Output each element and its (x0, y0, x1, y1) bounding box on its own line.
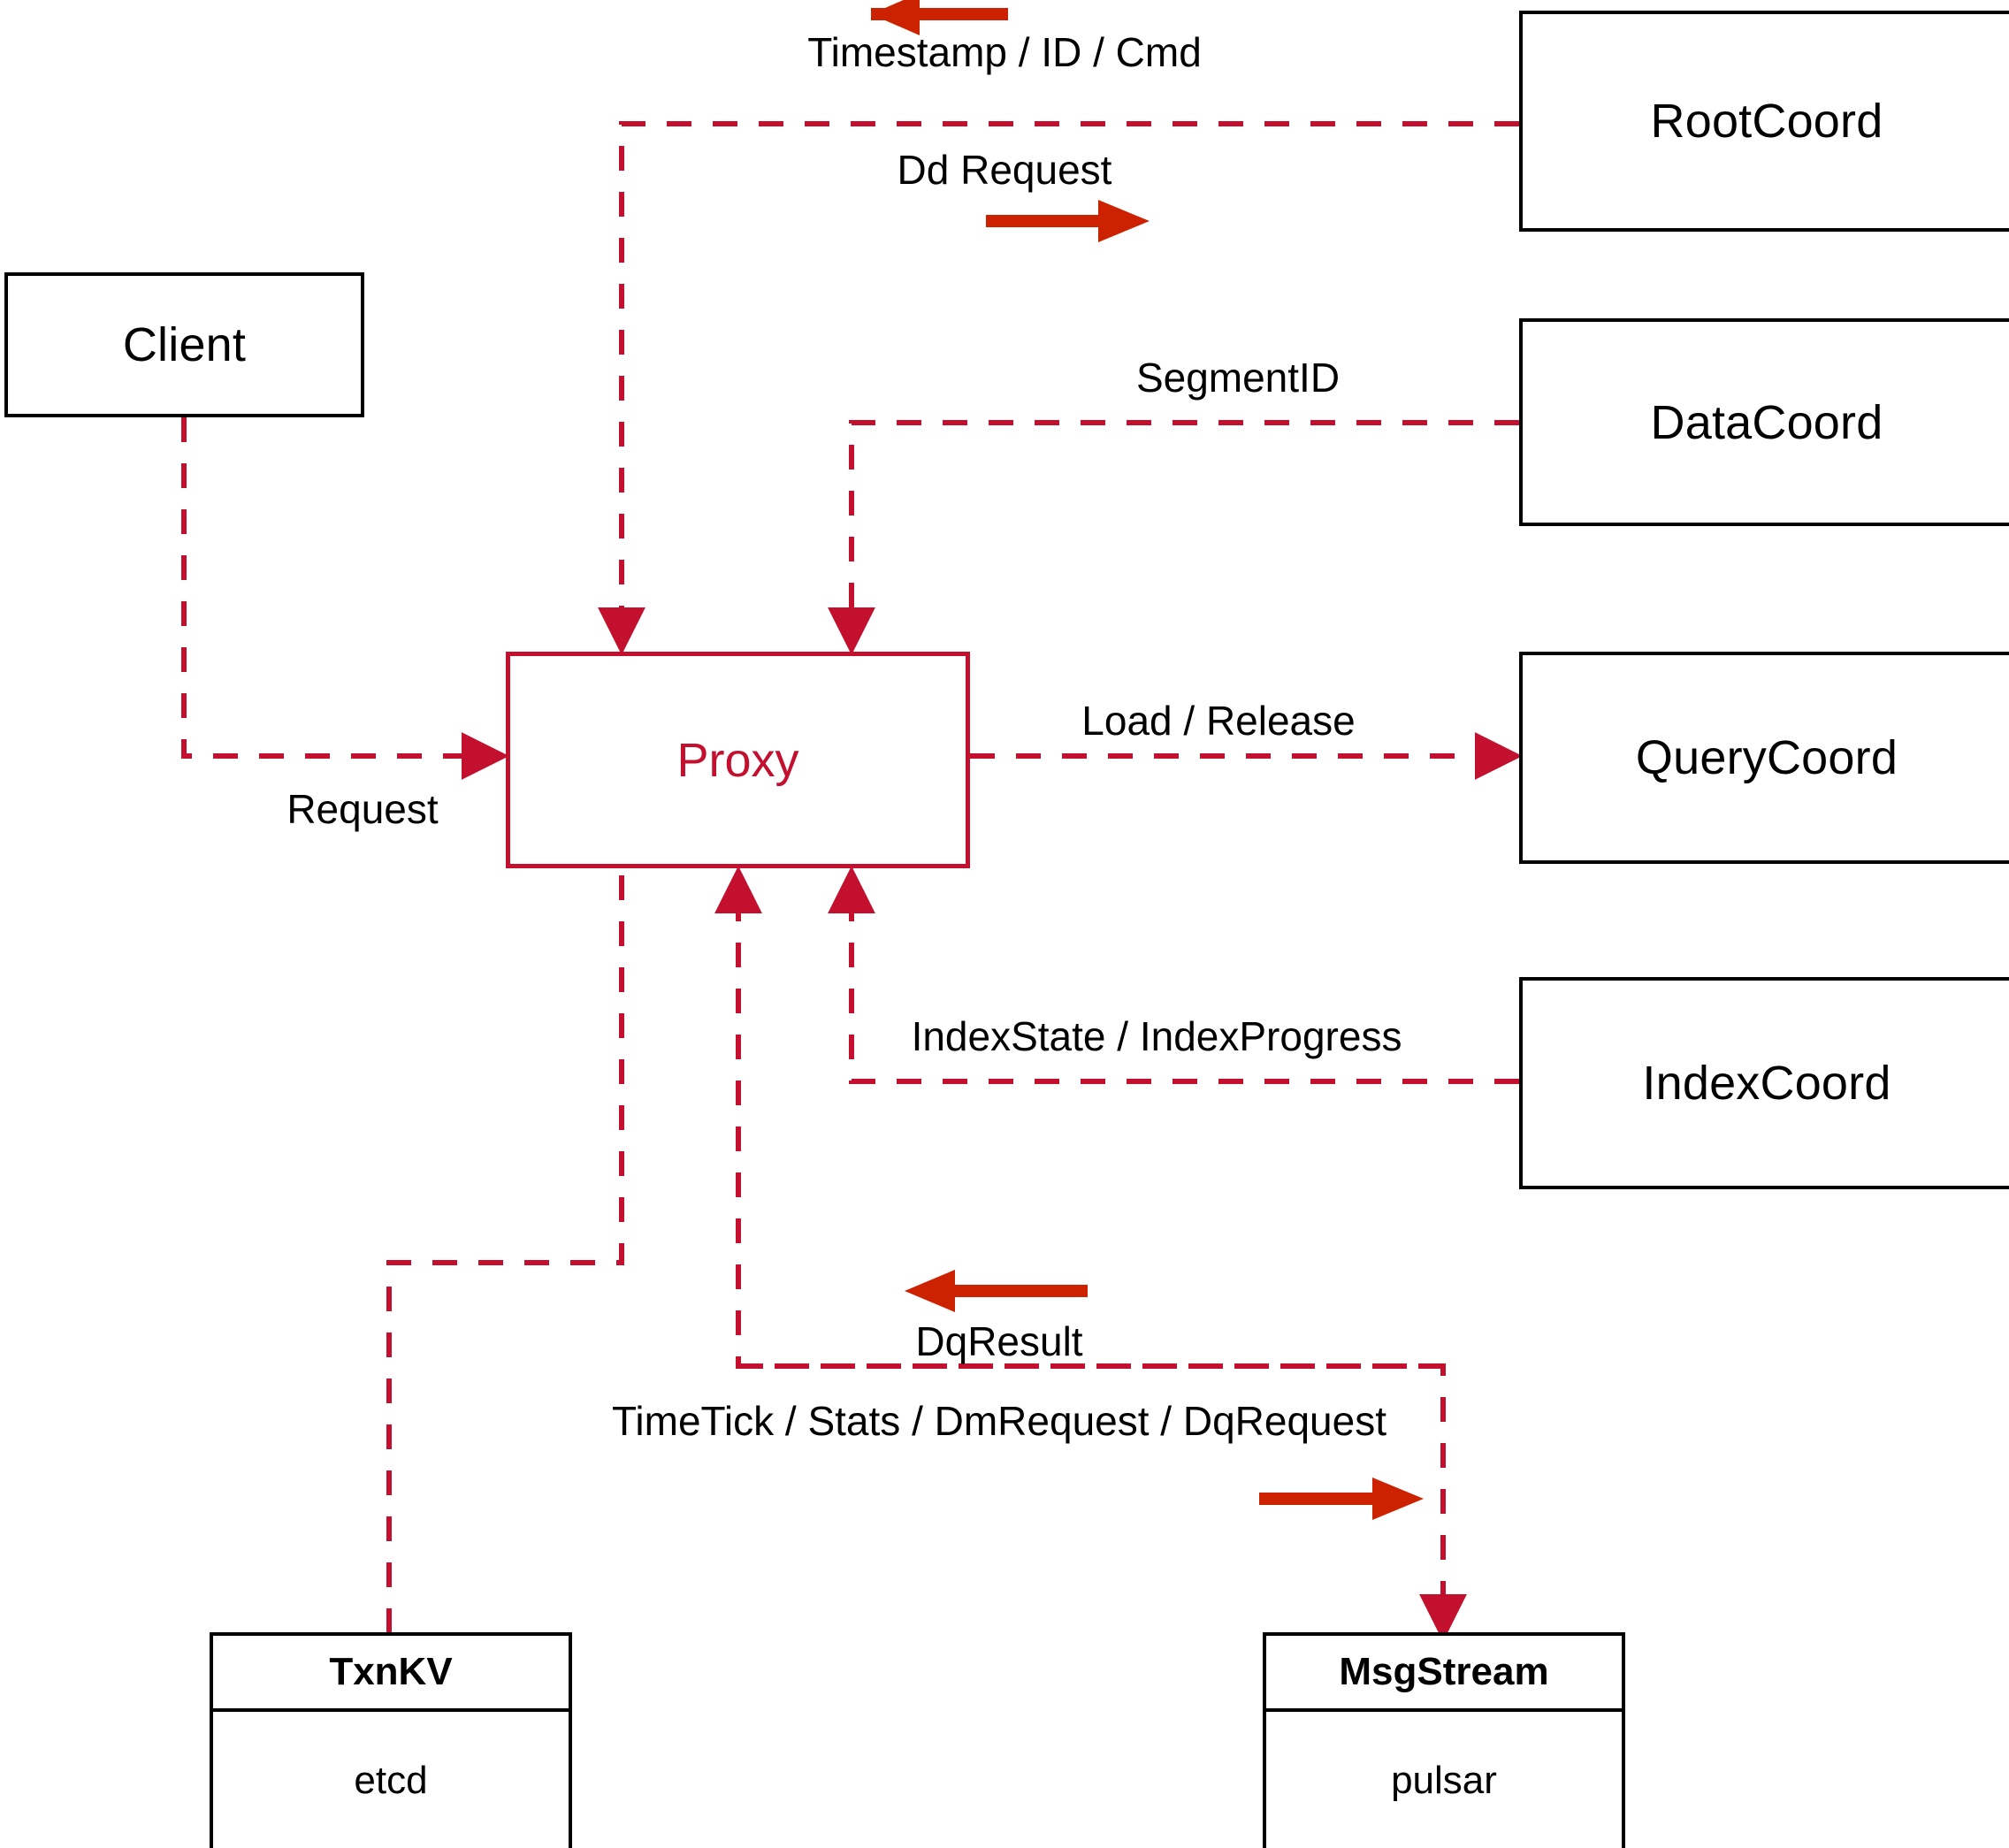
node-proxy[interactable]: Proxy (506, 652, 970, 868)
node-msgstream-impl: pulsar (1391, 1759, 1497, 1802)
node-msgstream[interactable]: MsgStream pulsar (1263, 1632, 1625, 1848)
edge-label-timetick-stats: TimeTick / Stats / DmRequest / DqRequest (612, 1398, 1386, 1444)
edge-timetick-stats-path (738, 1363, 1467, 1642)
node-datacoord[interactable]: DataCoord (1519, 318, 2009, 526)
direction-arrow-left-dqresult (905, 1270, 1088, 1312)
node-client-label: Client (122, 318, 247, 371)
node-datacoord-label: DataCoord (1650, 395, 1883, 449)
node-msgstream-title: MsgStream (1266, 1636, 1622, 1712)
edge-dq-result-path (714, 866, 1443, 1369)
node-txnkv-impl: etcd (354, 1759, 428, 1802)
direction-arrow-right-timetick (1259, 1478, 1424, 1520)
edge-label-load-release: Load / Release (1081, 698, 1356, 744)
edge-label-timestamp-id-cmd: Timestamp / ID / Cmd (807, 29, 1202, 75)
edge-txnkv-path (386, 875, 624, 1632)
edge-label-segment-id: SegmentID (1135, 355, 1341, 401)
node-indexcoord-label: IndexCoord (1642, 1057, 1891, 1110)
node-querycoord[interactable]: QueryCoord (1519, 652, 2009, 864)
edge-segment-id-path (828, 420, 1519, 655)
node-proxy-label: Proxy (676, 733, 799, 787)
node-querycoord-label: QueryCoord (1635, 731, 1898, 784)
edge-timestamp-id-cmd-path (598, 121, 1519, 655)
direction-arrow-right-ddrequest (986, 200, 1150, 242)
edge-request-path (181, 417, 509, 780)
node-indexcoord[interactable]: IndexCoord (1519, 977, 2009, 1189)
edge-label-request: Request (286, 786, 439, 832)
direction-arrow-left-timestamp (871, 0, 1008, 35)
edge-timetick-path (389, 875, 622, 1263)
node-txnkv[interactable]: TxnKV etcd (210, 1632, 572, 1848)
edge-label-dq-result: DqResult (915, 1318, 1083, 1364)
edge-index-state-path (828, 866, 1519, 1084)
node-rootcoord-label: RootCoord (1650, 95, 1883, 148)
node-client[interactable]: Client (4, 272, 364, 417)
edge-label-index-state-progress: IndexState / IndexProgress (911, 1013, 1402, 1059)
node-rootcoord[interactable]: RootCoord (1519, 11, 2009, 232)
edge-label-dd-request: Dd Request (897, 147, 1112, 193)
node-txnkv-title: TxnKV (213, 1636, 569, 1712)
